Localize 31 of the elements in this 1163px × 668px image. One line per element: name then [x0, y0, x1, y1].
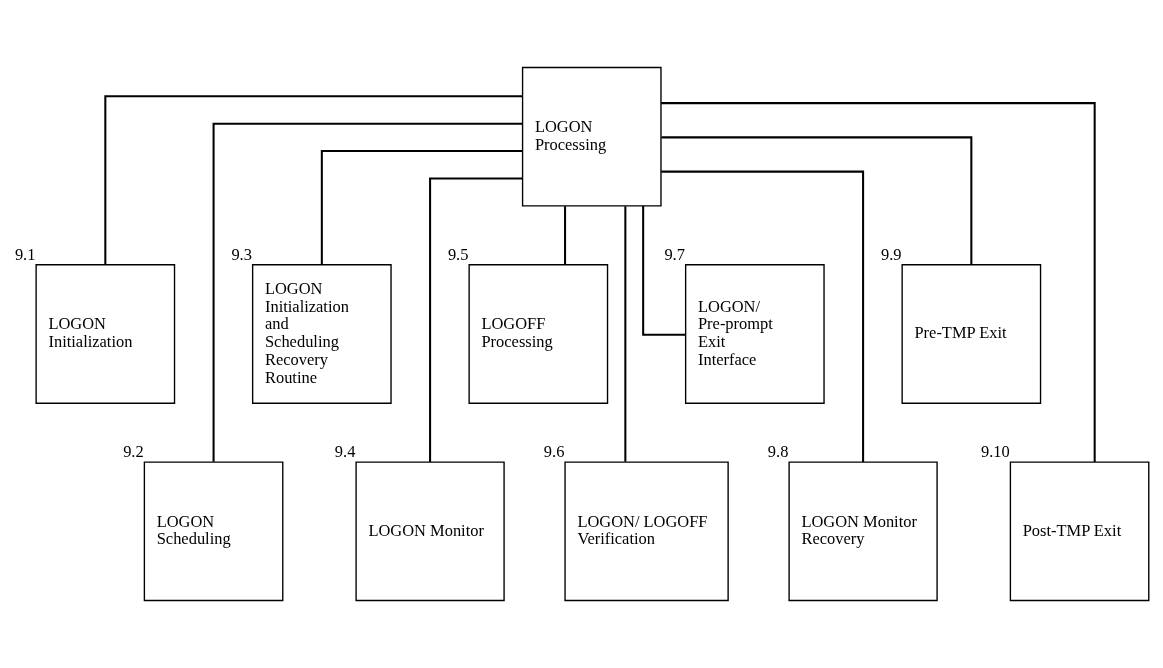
- connector: [104, 95, 523, 265]
- node-box: LOGON Scheduling: [143, 461, 284, 602]
- connector: [661, 136, 973, 265]
- connector: [212, 122, 523, 462]
- node-box: Post-TMP Exit: [1009, 461, 1150, 602]
- node-label: 9.3: [231, 245, 252, 265]
- node-box: LOGON Monitor: [355, 461, 505, 602]
- node-label: 9.5: [447, 245, 469, 265]
- node-label: 9.10: [980, 442, 1010, 462]
- connector: [564, 206, 567, 265]
- connector: [429, 177, 523, 462]
- node-box: LOGON/ LOGOFF Verification: [564, 461, 729, 602]
- node-label: 9.1: [14, 245, 36, 265]
- connector: [320, 150, 523, 265]
- node-label: 9.4: [334, 442, 356, 462]
- node-box: LOGOFF Processing: [468, 264, 609, 404]
- connector: [661, 102, 1096, 463]
- node-label: 9.9: [880, 245, 902, 265]
- node-box: Pre-TMP Exit: [901, 264, 1042, 404]
- node-box: LOGON Initialization: [35, 264, 176, 404]
- node-label: 9.7: [664, 245, 685, 265]
- node-box: LOGON Initialization and Scheduling Recovery Routine: [251, 264, 392, 404]
- node-label: 9.6: [543, 442, 565, 462]
- connector: [642, 205, 686, 336]
- node-label: 9.8: [767, 442, 789, 462]
- connector: [661, 170, 865, 462]
- node-box: LOGON Monitor Recovery: [788, 461, 938, 602]
- node-label: 9.2: [123, 442, 144, 462]
- connector: [624, 206, 627, 462]
- node-box: LOGON Processing: [521, 66, 662, 207]
- node-box: LOGON/ Pre-prompt Exit Interface: [684, 264, 825, 404]
